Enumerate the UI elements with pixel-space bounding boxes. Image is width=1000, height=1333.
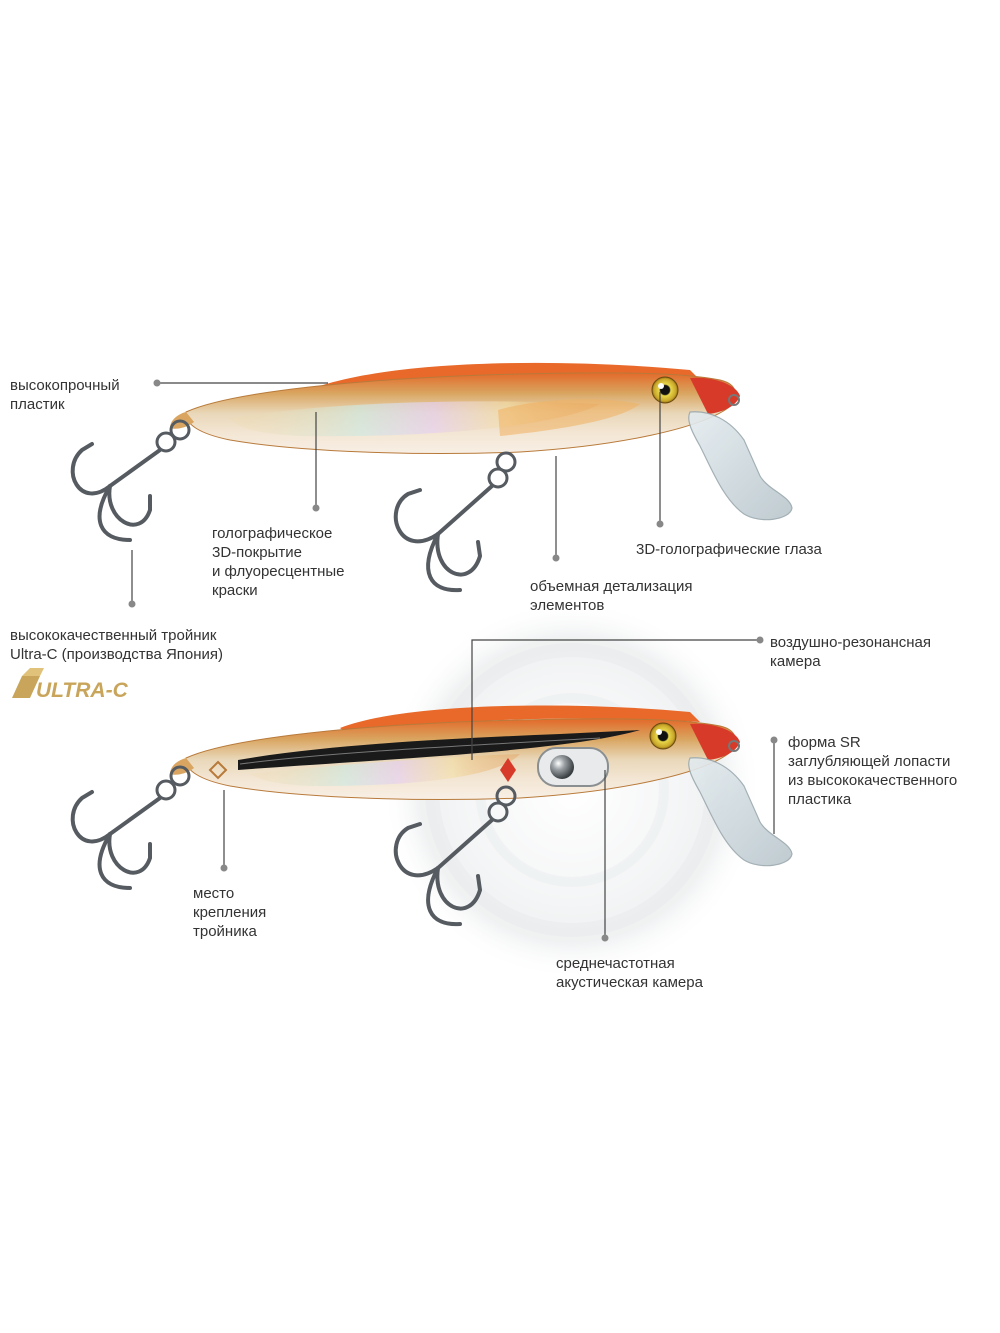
label-high-strength-plastic: высокопрочный пластик: [10, 377, 120, 413]
label-hook-mount: место крепления тройника: [193, 885, 267, 940]
rattle-ball-icon: [550, 755, 574, 779]
eye-icon: [651, 376, 679, 404]
top-lure: [170, 362, 793, 521]
rear-treble-hook-top: [70, 419, 191, 542]
label-sr-lip: форма SR заглубляющей лопасти из высокок…: [788, 734, 958, 808]
label-holographic-coating: голографическое 3D-покрытие и флуоресцен…: [212, 525, 345, 599]
rear-treble-hook-bottom: [70, 765, 191, 890]
ultra-c-logo: ULTRA-C: [12, 668, 129, 702]
label-air-chamber: воздушно-резонансная камера: [770, 634, 931, 670]
label-eyes: 3D-голографические глаза: [636, 541, 822, 558]
logo-text: ULTRA-C: [36, 679, 129, 702]
dorsal-fin: [320, 362, 700, 394]
label-acoustic-chamber: среднечастотная акустическая камера: [556, 955, 703, 991]
diving-lip: [688, 411, 793, 521]
leader-dots: [128, 379, 778, 942]
label-treble-hook: высококачественный тройник Ultra-C (прои…: [10, 627, 224, 663]
leader-lines: [131, 382, 775, 938]
label-detailing: объемная детализация элементов: [530, 578, 693, 614]
belly-treble-hook-top: [393, 451, 517, 593]
bottom-lure: [170, 705, 793, 867]
belly-treble-hook-bottom: [393, 785, 517, 927]
